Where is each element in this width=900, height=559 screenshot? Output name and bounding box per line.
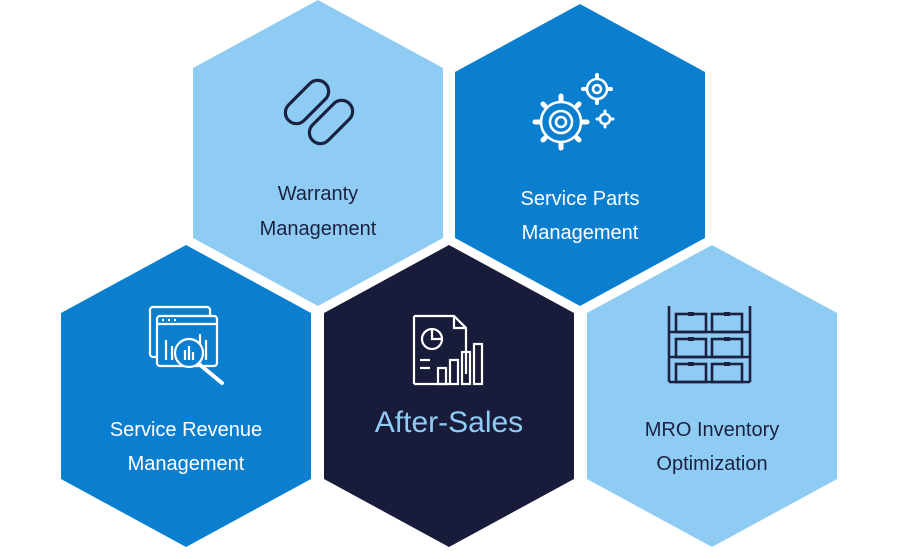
- hexagon-shape: [61, 245, 311, 547]
- report-document-icon: [412, 314, 484, 386]
- chain-link-icon: [283, 78, 355, 146]
- analytics-magnifier-icon: [148, 305, 224, 385]
- hexagon-label-line1: Service Revenue: [110, 419, 262, 441]
- hexagon-label-line2: Management: [522, 222, 639, 244]
- hexagon-service-parts-management: Service Parts Management: [455, 4, 705, 306]
- hexagon-label-line2: Management: [260, 218, 377, 240]
- hexagon-label-line1: Warranty: [278, 183, 358, 205]
- hexagon-warranty-management: Warranty Management: [193, 0, 443, 306]
- inventory-shelves-icon: [667, 306, 752, 384]
- hexagon-mro-inventory-optimization: MRO Inventory Optimization: [587, 245, 837, 547]
- hexagon-label-line1: Service Parts: [521, 188, 640, 210]
- hexagon-shape: [455, 4, 705, 306]
- hexagon-service-revenue-management: Service Revenue Management: [61, 245, 311, 547]
- hexagon-label-line2: Management: [128, 453, 245, 475]
- hexagon-after-sales: After-Sales: [324, 245, 574, 547]
- hexagon-shape: [324, 245, 574, 547]
- hexagon-label-line1: MRO Inventory: [645, 419, 779, 441]
- hexagon-shape: [193, 0, 443, 306]
- hexagon-label-line2: Optimization: [656, 453, 767, 475]
- center-title: After-Sales: [375, 406, 523, 439]
- hexagon-shape: [587, 245, 837, 547]
- gears-icon: [532, 73, 615, 151]
